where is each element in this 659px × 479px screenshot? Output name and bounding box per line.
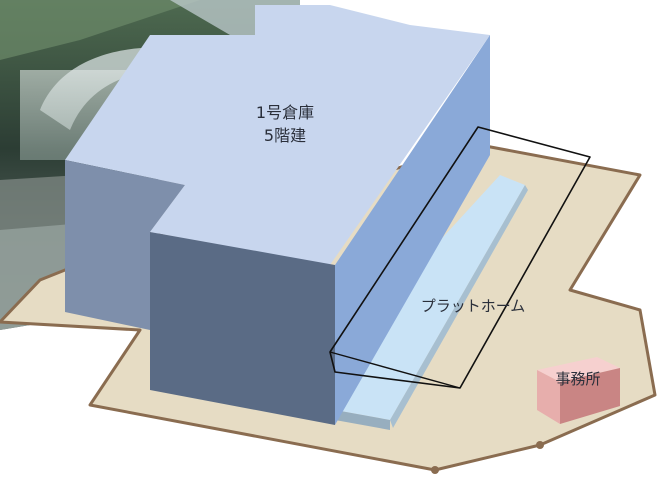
platform-outline	[329, 126, 591, 389]
platform-label: プラットホーム	[421, 297, 526, 315]
warehouse-building	[65, 5, 490, 425]
boundary-marker	[536, 441, 544, 449]
platform-outline-edge	[329, 351, 461, 389]
office-building	[537, 357, 620, 424]
platform-area	[335, 175, 528, 430]
warehouse-label-line2: 5階建	[264, 126, 306, 145]
office-label: 事務所	[555, 370, 600, 388]
boundary-marker	[431, 466, 439, 474]
warehouse-label-line1: 1号倉庫	[256, 103, 314, 122]
